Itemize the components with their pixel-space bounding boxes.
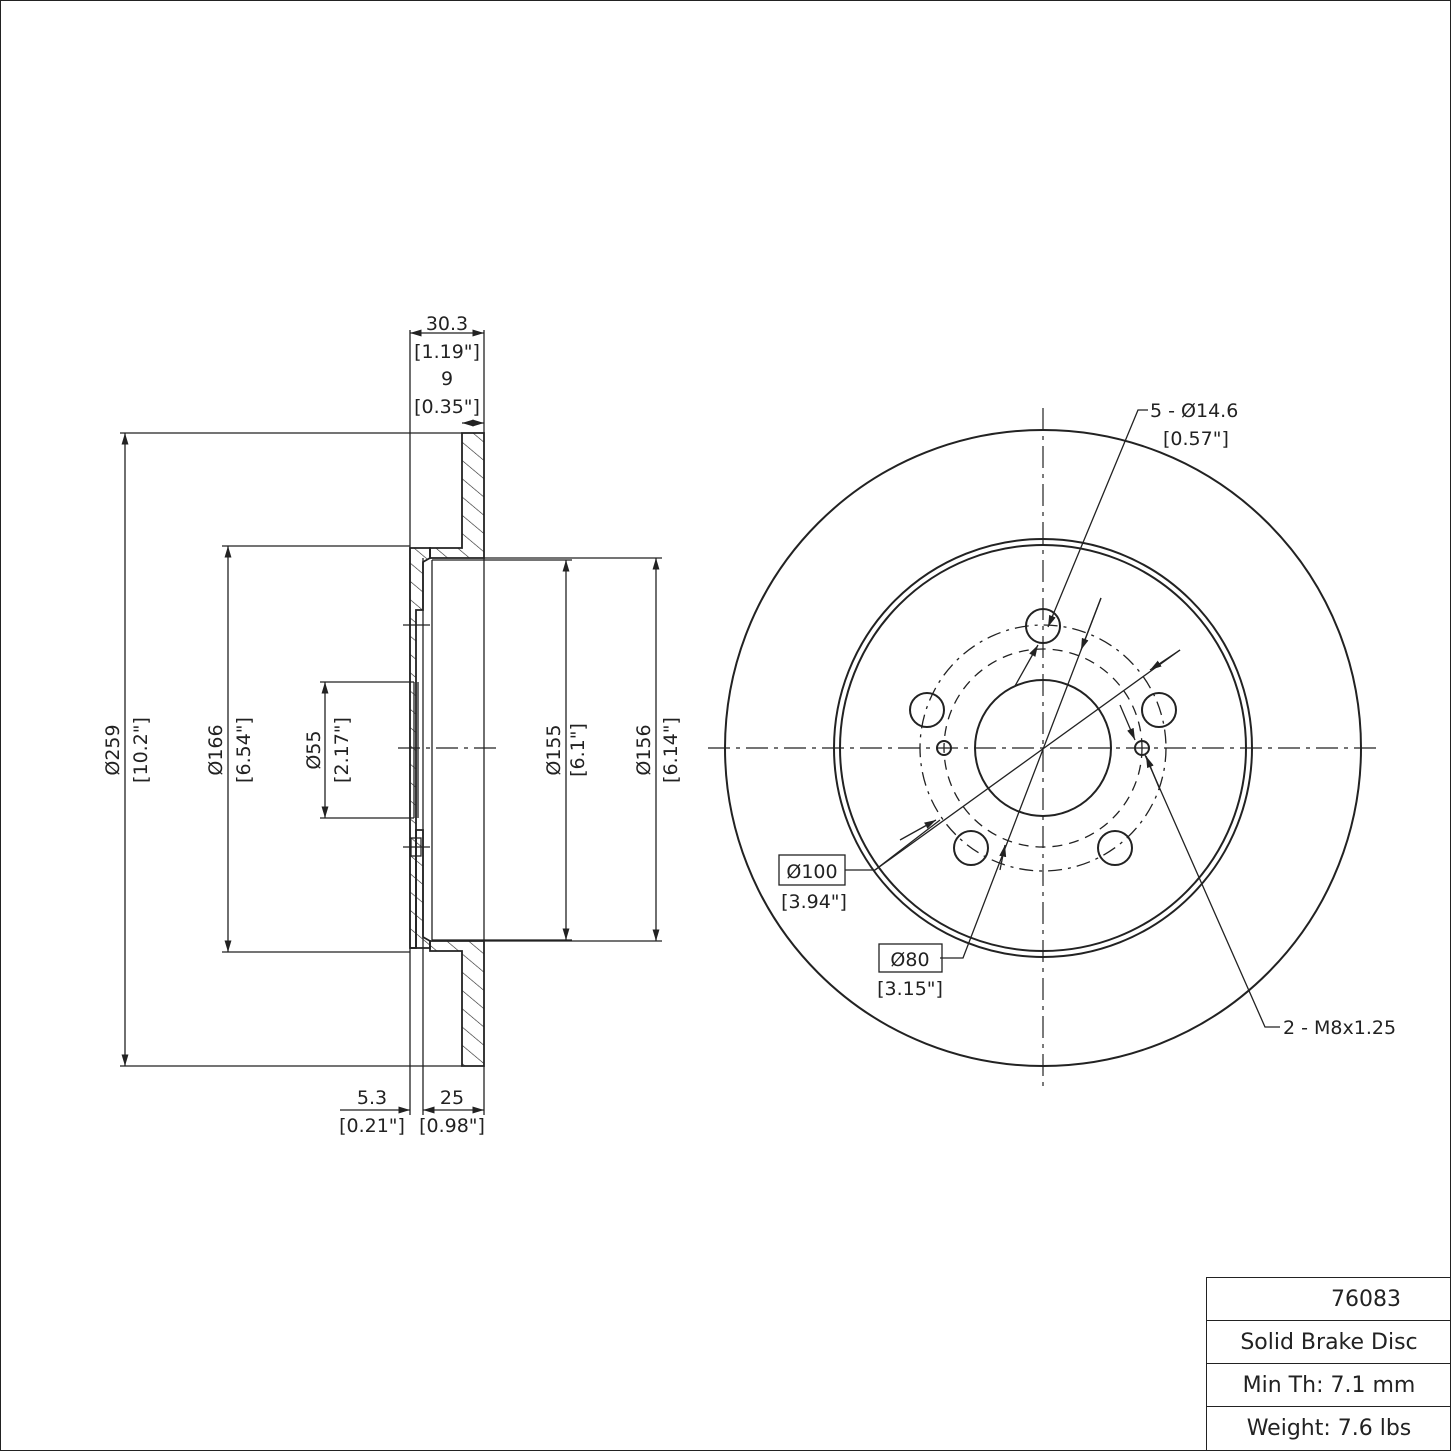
dim-outer-diameter-in: [10.2"] [130, 717, 152, 783]
box-bolt-circle [778, 854, 846, 886]
dim-hat-outer-diameter: Ø156 [633, 724, 655, 775]
dim-hat-outer-diameter-in: [6.14"] [660, 717, 682, 783]
dim-overall-width: 30.3 [426, 313, 468, 335]
title-block: 76083 Solid Brake Disc Min Th: 7.1 mm We… [1206, 1277, 1451, 1451]
label-threaded-holes: 2 - M8x1.25 [1283, 1017, 1396, 1039]
label-bolt-holes-in: [0.57"] [1163, 428, 1229, 450]
front-view: 5 - Ø14.6 [0.57"] Ø100 [3.94"] Ø80 [3.15… [708, 400, 1396, 1092]
dim-overall-width-in: [1.19"] [414, 341, 480, 363]
section-view: 30.3 [1.19"] 9 [0.35"] 5.3 [0.21"] 25 [0… [102, 313, 682, 1137]
dim-disc-thickness: 9 [441, 368, 453, 390]
dim-hat-offset-in: [0.21"] [339, 1115, 405, 1137]
dim-center-bore: Ø55 [303, 730, 325, 769]
dim-center-bore-in: [2.17"] [331, 717, 353, 783]
dim-hat-inner-diameter: Ø155 [543, 724, 565, 775]
weight: Weight: 7.6 lbs [1246, 1416, 1412, 1441]
label-bolt-circle-in: [3.94"] [781, 891, 847, 913]
part-description: Solid Brake Disc [1207, 1321, 1451, 1364]
dim-inner-friction-diameter: Ø166 [205, 724, 227, 775]
label-pilot-in: [3.15"] [877, 978, 943, 1000]
dim-hat-depth: 25 [440, 1087, 464, 1109]
dim-hat-depth-in: [0.98"] [419, 1115, 485, 1137]
dim-disc-thickness-in: [0.35"] [414, 396, 480, 418]
min-thickness: Min Th: 7.1 mm [1207, 1364, 1451, 1407]
box-pilot [878, 943, 943, 973]
dim-outer-diameter: Ø259 [102, 724, 124, 775]
dim-inner-friction-diameter-in: [6.54"] [233, 717, 255, 783]
label-bolt-holes: 5 - Ø14.6 [1150, 400, 1238, 422]
label-pilot: Ø80 [890, 949, 929, 971]
dim-hat-inner-diameter-in: [6.1"] [567, 723, 589, 777]
label-bolt-circle: Ø100 [786, 861, 837, 883]
part-number: 76083 [1207, 1278, 1451, 1321]
dim-hat-offset: 5.3 [357, 1087, 387, 1109]
